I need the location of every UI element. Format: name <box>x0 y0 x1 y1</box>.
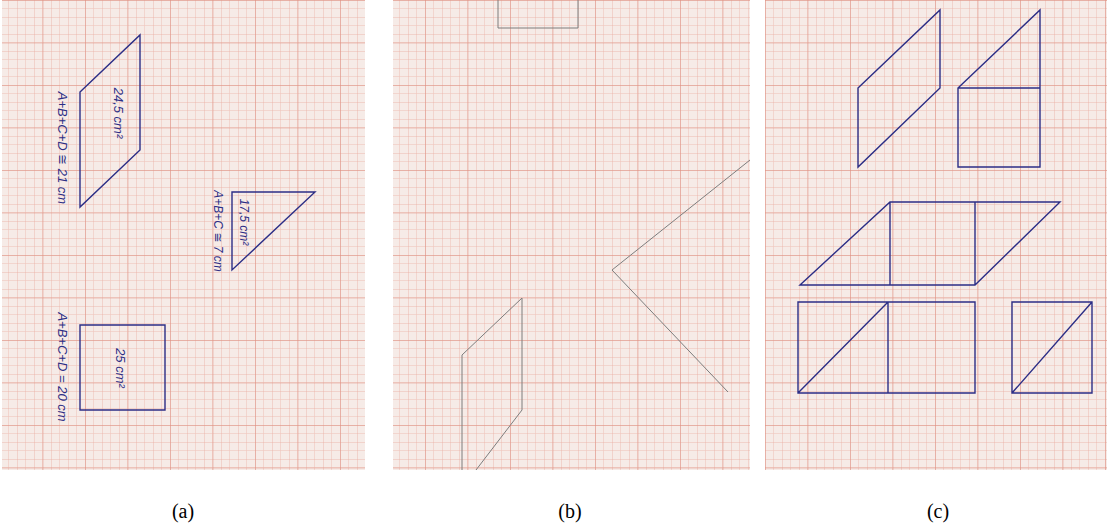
panel-caption: (c) <box>927 501 949 521</box>
rearranged-pieces <box>798 10 1092 393</box>
pencil-cut-lines <box>462 0 750 470</box>
paper-b <box>393 0 750 470</box>
area-value: 17,5 cm² <box>238 199 250 246</box>
panel-caption: (a) <box>172 501 194 521</box>
perimeter-note: A+B+C ≅ 7 cm <box>212 190 224 271</box>
shape-outline <box>80 35 140 207</box>
perimeter-note: A+B+C+D = 20 cm <box>56 312 69 421</box>
square-shape: 25 cm² <box>80 325 165 410</box>
paper-a <box>2 0 365 470</box>
area-value: 25 cm² <box>114 348 127 388</box>
triangle-shape: 17,5 cm² <box>232 192 315 270</box>
perimeter-note: A+B+C+D ≅ 21 cm <box>56 92 69 204</box>
panel-caption: (b) <box>558 501 581 521</box>
parallelogram-shape: 24,5 cm² <box>80 35 140 207</box>
area-value: 24,5 cm² <box>112 88 125 139</box>
paper-c <box>765 0 1107 470</box>
